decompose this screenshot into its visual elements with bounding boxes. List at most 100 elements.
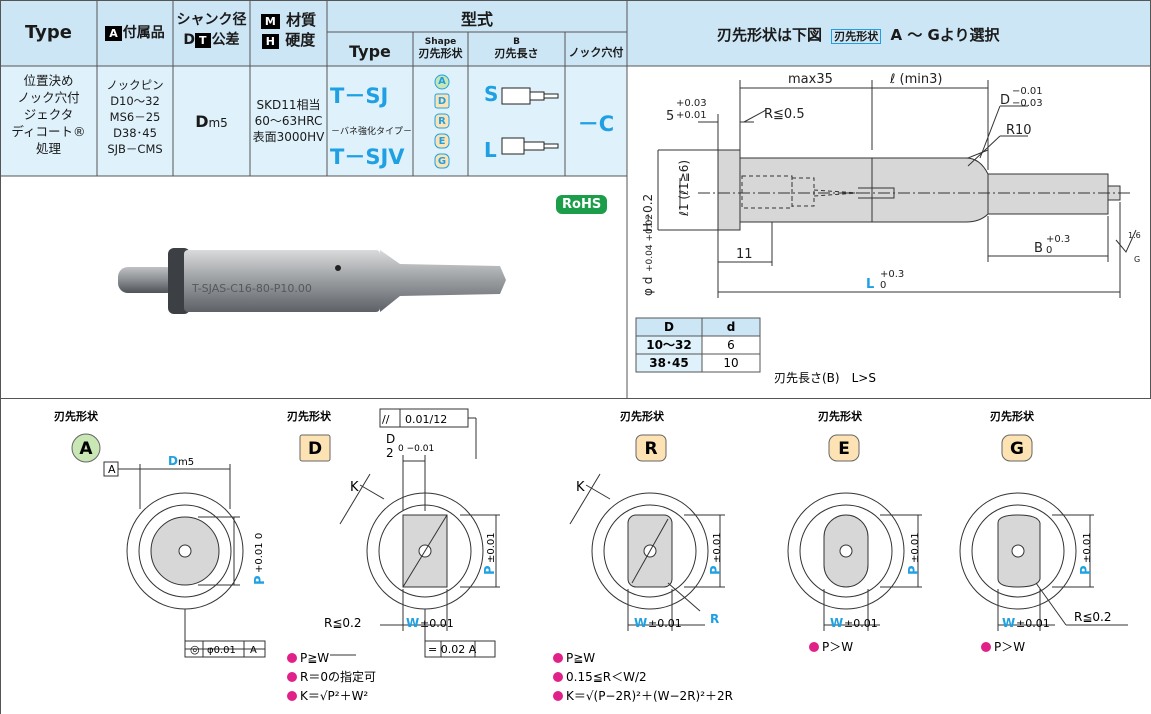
g-p-tol: ±0.01	[1082, 532, 1093, 563]
dim-d: D	[1000, 93, 1010, 108]
mat-text: 材質	[286, 11, 317, 29]
g-w: W	[1002, 616, 1015, 630]
rohs-badge: RoHS	[556, 195, 608, 214]
a-fcf-val: φ0.01	[207, 645, 236, 656]
type-note: －バネ強化タイプ－	[331, 127, 413, 137]
mat-line: M 材質	[250, 10, 327, 30]
badge-e: E	[838, 439, 850, 459]
shape-letters	[434, 74, 450, 169]
header-sub-shape: Shape 刃先形状	[413, 36, 468, 60]
right-title-b: A ～ Gより選択	[890, 26, 1000, 44]
a-p-tol: +0.01 0	[254, 533, 265, 573]
rough-val: 1.6	[1128, 231, 1141, 240]
a-fcf-ref: A	[250, 645, 257, 656]
shape-title-r: 刃先形状	[620, 409, 665, 423]
r-p: P	[709, 565, 724, 575]
badge-r: R	[644, 439, 657, 459]
dim-l1: ℓ1 (ℓ1≧6)	[677, 160, 691, 217]
a-p: P	[253, 575, 268, 585]
shape-title-a: 刃先形状	[54, 409, 99, 423]
shape-r: R	[438, 116, 446, 127]
dim-b-dn: 0	[1046, 245, 1052, 256]
header-sub-knock: ノック穴付	[568, 46, 624, 59]
dim-d-up: −0.01	[1012, 86, 1043, 97]
a-fcf-sym: ◎	[190, 643, 200, 656]
photo-marking: T-SJAS-C16-80-P10.00	[191, 282, 312, 295]
e-p: P	[907, 565, 922, 575]
shank-d: D	[183, 32, 196, 48]
fuzoku-line: D38･45	[113, 126, 157, 140]
mat-line: 60～63HRC	[254, 114, 323, 128]
r-k: K	[576, 480, 585, 495]
type-line: ジェクタ	[23, 107, 74, 122]
shape-e: E	[438, 136, 446, 147]
b-icons	[501, 87, 559, 155]
g-note: P＞W	[994, 640, 1025, 654]
cell-type: 位置決め ノック穴付 ジェクタ ディコート® 処理	[0, 72, 97, 157]
hard-line: H 硬度	[250, 30, 327, 50]
d-w-tol: ±0.01	[420, 617, 454, 630]
dim-b-up: +0.3	[1046, 234, 1070, 245]
shank-sub: m5	[208, 116, 228, 130]
e-p-tol: ±0.01	[910, 532, 921, 563]
dim-h: H−0.2	[641, 194, 655, 232]
cell-fuzoku: ノックピン D10～32 MS6－25 D38･45 SJB－CMS	[97, 77, 173, 157]
badge-a: A	[79, 439, 93, 459]
r-w-tol: ±0.01	[648, 617, 682, 630]
type-line: ノック穴付	[17, 90, 80, 105]
dim-phid-tol: +0.04 +0.02	[645, 214, 655, 272]
fuzoku-mark: A	[105, 26, 122, 41]
cell-shank: Dm5	[173, 112, 250, 131]
b-en: B	[513, 37, 520, 47]
fuzoku-line: ノックピン	[106, 78, 164, 92]
rough-g: G	[1134, 255, 1140, 264]
shank-value: D	[195, 112, 209, 131]
r-w: W	[634, 616, 647, 630]
r-note: 0.15≦R＜W/2	[566, 670, 647, 684]
shape-letter-list: A D R E G	[431, 70, 453, 172]
header-katashiki: 型式	[460, 10, 493, 29]
hard-text: 硬度	[285, 31, 316, 49]
type-tsj: T－SJ	[330, 84, 389, 108]
badge-g: G	[1010, 439, 1024, 459]
fuzoku-text: 付属品	[122, 25, 165, 41]
table-grid	[0, 0, 1151, 399]
shank-mark: T	[195, 33, 211, 48]
hard-mark: H	[261, 34, 279, 49]
a-dim: D	[168, 454, 178, 468]
g-p: P	[1079, 565, 1094, 575]
a-datum: A	[108, 463, 116, 476]
tbl-cell: 6	[727, 338, 735, 352]
right-title-box: 刃先形状	[831, 29, 882, 44]
r-r: R	[710, 612, 719, 626]
tbl-cell: 10	[723, 356, 738, 370]
dim-d-dn: −0.03	[1012, 98, 1043, 109]
dim-lmin: ℓ (min3)	[889, 72, 942, 87]
dim-r05: R≦0.5	[764, 107, 805, 122]
e-note: P＞W	[822, 640, 853, 654]
header-material: M 材質 H 硬度	[250, 10, 327, 50]
dim-five: 5	[666, 109, 674, 124]
shank-tol-text: 公差	[211, 32, 240, 48]
e-w: W	[830, 616, 843, 630]
shape-a: A	[438, 76, 446, 87]
d-sym-box: = 0.02 A	[428, 643, 477, 656]
d-half-tol: 0 −0.01	[398, 444, 434, 454]
type-tsjv: T－SJV	[330, 145, 405, 169]
dim-b: B	[1034, 241, 1043, 256]
g-r: R≦0.2	[1074, 610, 1111, 624]
b-s: S	[484, 82, 499, 106]
g-w-tol: ±0.01	[1016, 617, 1050, 630]
dim-phid: φ d	[641, 277, 655, 296]
tech-drawing: max35 ℓ (min3) 5 +0.03 +0.01 R≦0.5 D −0.…	[635, 72, 1141, 385]
badge-d: D	[308, 439, 322, 459]
d-w: W	[406, 616, 419, 630]
shape-d: D	[437, 96, 447, 107]
knock-c: －C	[577, 112, 615, 136]
e-w-tol: ±0.01	[844, 617, 878, 630]
cell-material: SKD11相当 60～63HRC 表面3000HV	[250, 97, 327, 145]
shape-en: Shape	[424, 37, 457, 47]
shape-jp: 刃先形状	[418, 47, 463, 60]
d-half-num: D	[386, 432, 395, 446]
